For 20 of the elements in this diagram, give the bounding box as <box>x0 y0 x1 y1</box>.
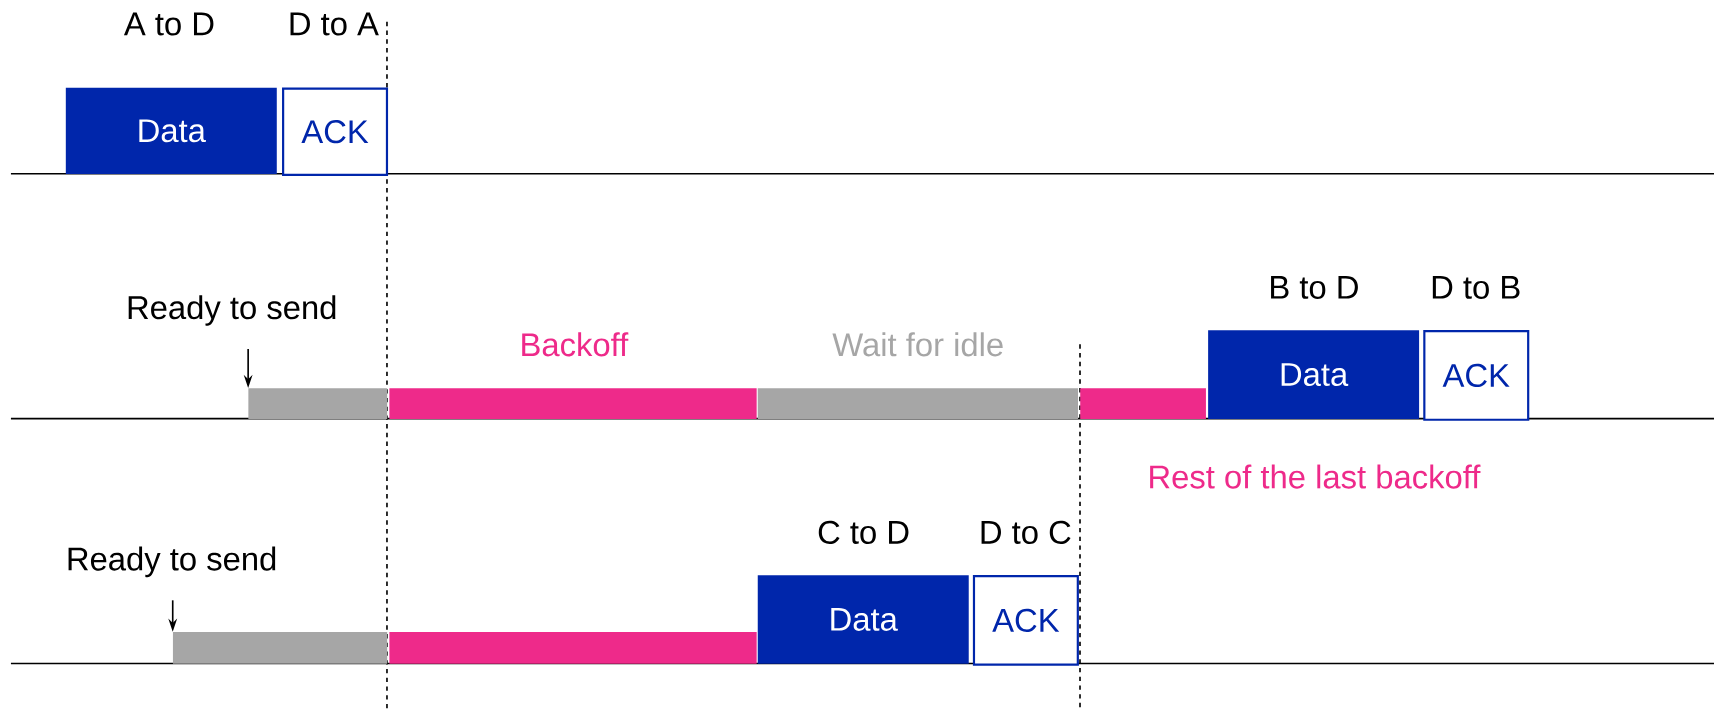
heading-label: Backoff <box>522 332 629 357</box>
data-box: Data <box>757 575 969 664</box>
ack-box: ACK <box>1423 330 1530 422</box>
data-box: Data <box>65 87 277 175</box>
heading-label: D to A <box>290 12 379 36</box>
heading-label: D to B <box>1432 276 1520 300</box>
heading-label: B to D <box>1271 276 1358 300</box>
heading-label: A to D <box>123 12 214 36</box>
ack-box: ACK <box>972 575 1079 666</box>
heading-label: C to D <box>818 520 909 545</box>
text-label: Ready to send <box>128 295 336 326</box>
caption-label: Rest of the last backoff <box>1150 464 1481 489</box>
wait-bar <box>172 632 388 664</box>
data-box: Data <box>1208 330 1420 420</box>
heading-label: D to C <box>981 520 1071 545</box>
backoff-bar <box>389 632 757 664</box>
text-label: Ready to send <box>68 546 276 578</box>
ack-box: ACK <box>282 87 389 177</box>
wait-bar <box>248 388 388 420</box>
heading-label: Wait for idle <box>832 332 1003 357</box>
